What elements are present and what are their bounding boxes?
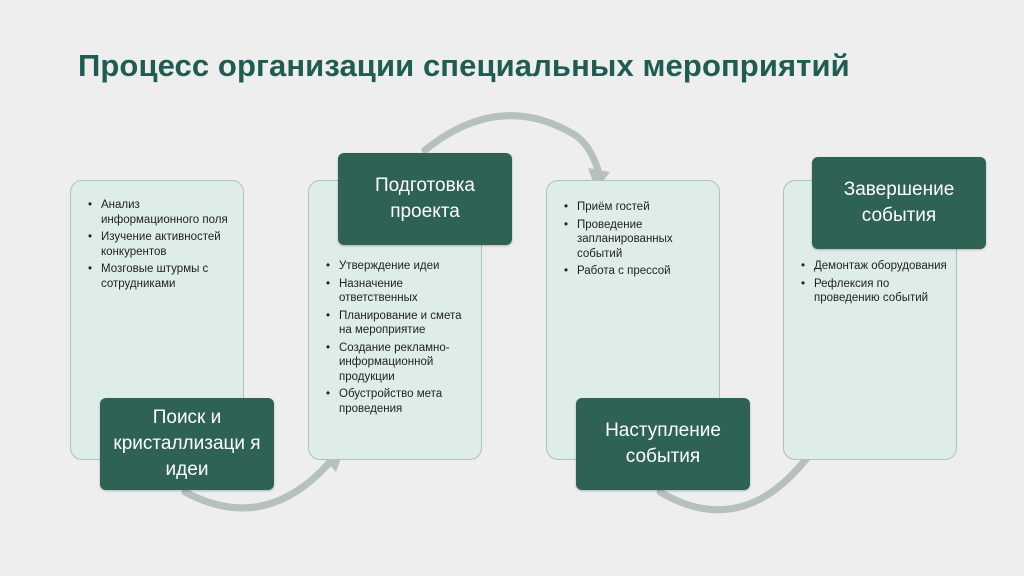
list-item: Работа с прессой (562, 264, 712, 279)
stage-box-3: Наступление события (576, 398, 750, 490)
list-item: Создание рекламно-информационной продукц… (324, 341, 474, 385)
list-item: Назначение ответственных (324, 277, 474, 306)
list-item: Демонтаж оборудования (799, 259, 949, 274)
stage-2-list: Утверждение идеи Назначение ответственны… (324, 259, 474, 419)
list-item: Утверждение идеи (324, 259, 474, 274)
stage-box-1: Поиск и кристаллизаци я идеи (100, 398, 274, 490)
list-item: Изучение активностей конкурентов (86, 230, 236, 259)
list-item: Мозговые штурмы с сотрудниками (86, 262, 236, 291)
list-item: Проведение запланированных событий (562, 218, 712, 262)
list-item: Обустройство мета проведения (324, 387, 474, 416)
stage-3-list: Приём гостей Проведение запланированных … (562, 200, 712, 282)
connector-arrow-2 (421, 112, 602, 174)
stage-1-list: Анализ информационного поля Изучение акт… (86, 198, 236, 294)
connector-arrowhead-2 (588, 168, 610, 190)
list-item: Планирование и смета на мероприятие (324, 309, 474, 338)
stage-box-2: Подготовка проекта (338, 153, 512, 245)
page-title: Процесс организации специальных мероприя… (78, 48, 850, 83)
list-item: Рефлексия по проведению событий (799, 277, 949, 306)
connector-arrow-3 (656, 436, 824, 514)
list-item: Анализ информационного поля (86, 198, 236, 227)
stage-box-4: Завершение события (812, 157, 986, 249)
list-item: Приём гостей (562, 200, 712, 215)
connector-arrow-1 (181, 458, 334, 512)
stage-4-list: Демонтаж оборудования Рефлексия по прове… (799, 259, 949, 309)
